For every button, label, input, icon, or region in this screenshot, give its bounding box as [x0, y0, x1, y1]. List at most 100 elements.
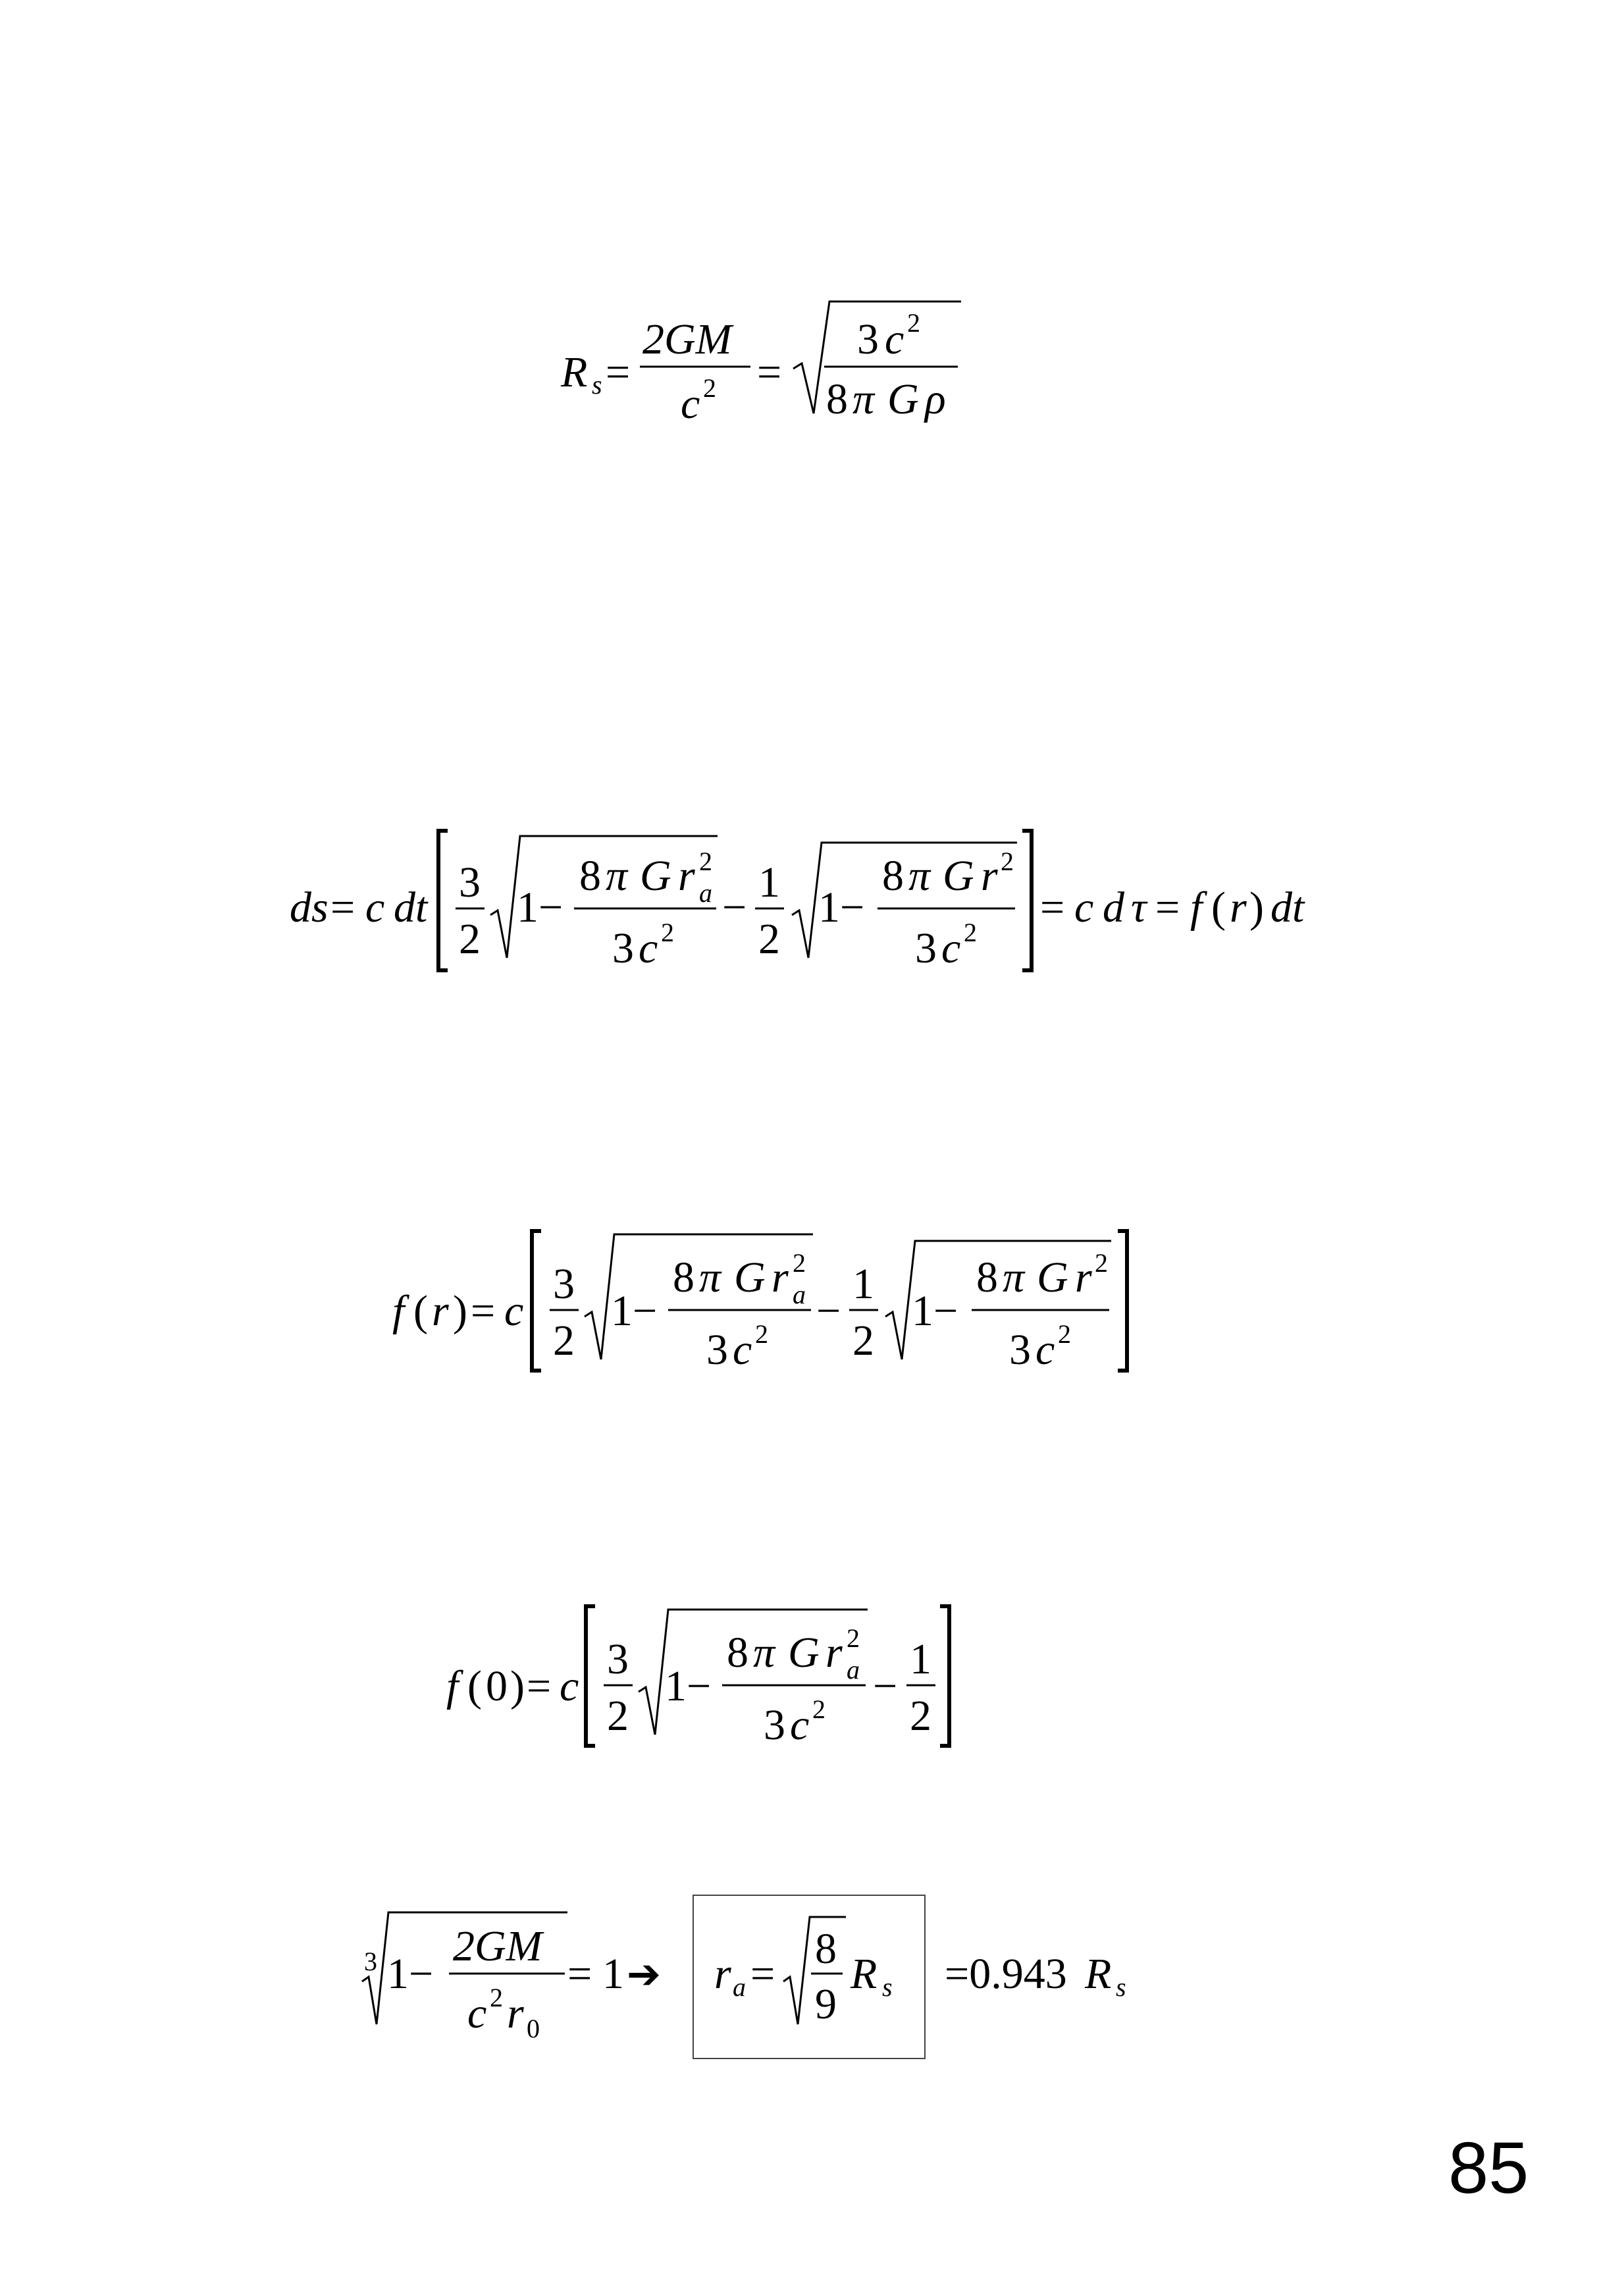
eq2-num1-r: r — [678, 852, 695, 900]
eq1-root-num-3: 3 — [857, 315, 879, 363]
eq3-frac2-num: 1 — [852, 1260, 874, 1308]
eq2-dt: dt — [394, 883, 429, 931]
eq4-num-pi: π — [753, 1629, 776, 1677]
eq4-den-c: c — [790, 1701, 809, 1749]
eq3-num2-8: 8 — [976, 1253, 998, 1301]
eq4-right-bracket-icon — [940, 1604, 951, 1748]
eq2-sqrt1-icon — [490, 835, 718, 958]
eq4-frac1-den: 2 — [607, 1692, 629, 1740]
eq5-cube-root-icon — [361, 1911, 567, 2025]
eq4-minus: − — [873, 1662, 897, 1710]
eq2-den2-exp: 2 — [964, 918, 977, 947]
eq2-num1-G: G — [640, 852, 671, 900]
eq5-one: 1 — [602, 1950, 624, 1998]
eq2-d: d — [1103, 883, 1125, 931]
eq2-equals-2: = — [1040, 883, 1064, 931]
equation-line-element: ds = c dt 3 2 1− 8 π G r 2 a 3 c 2 − 1 2… — [290, 829, 1305, 972]
eq5-one-minus: 1− — [387, 1950, 433, 1998]
eq3-num1-r: r — [772, 1253, 789, 1301]
eq1-R: R — [560, 348, 587, 396]
eq1-sqrt-icon — [793, 300, 961, 414]
eq3-den1-exp: 2 — [755, 1319, 768, 1349]
eq3-equals: = — [471, 1287, 495, 1335]
boxed-result-frame — [693, 1895, 926, 2059]
eq3-den1-3: 3 — [706, 1326, 728, 1374]
eq2-minus: − — [722, 883, 747, 931]
eq3-one-minus-2: 1− — [912, 1287, 958, 1335]
eq2-frac1-num: 3 — [459, 858, 481, 906]
eq2-one-minus-2: 1− — [818, 883, 864, 931]
eq4-den-3: 3 — [764, 1701, 785, 1749]
eq1-denominator-c: c — [681, 380, 700, 428]
eq3-f: f — [392, 1287, 409, 1335]
eq2-one-minus-1: 1− — [517, 883, 563, 931]
eq3-frac1-num: 3 — [553, 1260, 575, 1308]
eq3-num1-pi: π — [699, 1253, 722, 1301]
eq3-den2-3: 3 — [1009, 1326, 1031, 1374]
eq3-r: r — [432, 1287, 449, 1335]
eq4-frac2-den: 2 — [910, 1692, 931, 1740]
eq5-den-exp: 2 — [490, 1983, 503, 2012]
eq3-minus: − — [816, 1287, 841, 1335]
eq2-num2-pi: π — [908, 852, 931, 900]
eq5-num: 2GM — [453, 1922, 545, 1970]
eq5-boxed-r: r — [714, 1950, 731, 1998]
eq3-sqrt2-icon — [885, 1240, 1111, 1360]
eq3-frac2-den: 2 — [852, 1317, 874, 1365]
eq2-tau: τ — [1131, 883, 1148, 931]
equation-cube-root-condition: 3 1− 2GM c 2 r 0 = 1 ➔ r a = 8 9 R s =0.… — [361, 1911, 1126, 2043]
eq5-boxed-sub: a — [733, 1972, 746, 2002]
eq3-den2-c: c — [1035, 1326, 1055, 1374]
eq2-den1-exp: 2 — [661, 918, 674, 947]
eq2-left-bracket-icon — [436, 829, 448, 972]
eq2-c-2: c — [1074, 883, 1093, 931]
eq3-num2-pi: π — [1003, 1253, 1026, 1301]
eq1-equals: = — [606, 348, 630, 396]
eq2-r-arg: r — [1230, 883, 1247, 931]
eq1-equals-2: = — [757, 348, 781, 396]
eq2-rparen: ) — [1249, 883, 1264, 931]
eq3-right-bracket-icon — [1118, 1229, 1129, 1373]
eq4-num-exp: 2 — [847, 1623, 860, 1653]
eq2-right-bracket-icon — [1022, 829, 1034, 972]
eq4-sqrt-icon — [638, 1608, 868, 1735]
eq3-num1-sub: a — [793, 1280, 806, 1309]
eq5-boxed-equals: = — [750, 1950, 775, 1998]
eq2-sqrt2-icon — [791, 841, 1017, 958]
eq3-sqrt1-icon — [584, 1233, 813, 1360]
eq2-f: f — [1190, 883, 1207, 931]
eq4-den-exp: 2 — [812, 1694, 825, 1724]
eq1-R-sub: s — [592, 370, 602, 400]
eq2-den1-3: 3 — [612, 924, 634, 972]
eq1-denominator-exp: 2 — [703, 373, 716, 403]
eq2-c: c — [365, 883, 384, 931]
eq4-num-sub: a — [847, 1655, 860, 1685]
eq5-root-index: 3 — [364, 1947, 377, 1976]
eq5-boxed-sqrt-icon — [783, 1916, 846, 2025]
eq4-zero: 0 — [486, 1662, 508, 1710]
eq3-lparen: ( — [413, 1287, 428, 1335]
eq3-den2-exp: 2 — [1058, 1319, 1071, 1349]
eq3-num1-8: 8 — [673, 1253, 694, 1301]
eq1-root-num-c: c — [885, 315, 904, 363]
eq3-rparen: ) — [453, 1287, 467, 1335]
eq2-ds: ds — [290, 883, 328, 931]
eq2-num1-8: 8 — [579, 852, 601, 900]
eq2-num1-exp: 2 — [699, 847, 712, 876]
eq2-num2-G: G — [943, 852, 974, 900]
eq2-frac2-den: 2 — [758, 915, 780, 963]
eq3-num2-r: r — [1075, 1253, 1092, 1301]
eq2-den2-c: c — [941, 924, 960, 972]
eq4-equals: = — [527, 1662, 551, 1710]
eq3-left-bracket-icon — [530, 1229, 541, 1373]
eq5-result-R: R — [1084, 1950, 1111, 1998]
eq5-result: =0.943 — [945, 1950, 1067, 1998]
page-number: 85 — [1448, 2128, 1529, 2209]
eq5-den-c: c — [467, 1989, 486, 2037]
eq4-lparen: ( — [467, 1662, 482, 1710]
eq2-num1-sub: a — [699, 878, 712, 908]
eq4-one-minus: 1− — [665, 1662, 711, 1710]
eq3-den1-c: c — [733, 1326, 752, 1374]
equation-f-of-r: f ( r ) = c 3 2 1− 8 π G r 2 a 3 c 2 − 1… — [392, 1229, 1129, 1374]
eq2-num2-r: r — [981, 852, 998, 900]
